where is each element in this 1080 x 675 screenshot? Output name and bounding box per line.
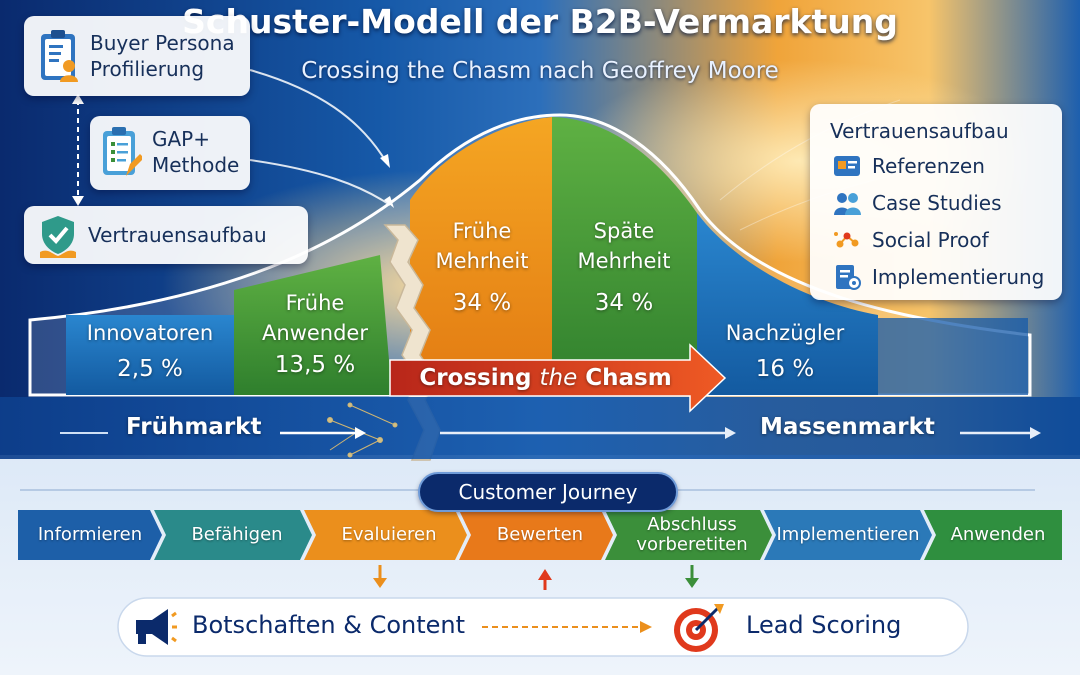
journey-step-shape (764, 510, 932, 560)
segment-early-adopters (234, 255, 392, 395)
chasm-word-2: the (539, 365, 578, 391)
journey-step-bewerten: Bewerten (496, 524, 584, 545)
segment-early-adopters-name2: Anwender (262, 321, 368, 345)
early-market-label: Frühmarkt (126, 414, 262, 440)
segment-early-majority-name1: Frühe (452, 219, 512, 243)
journey-step-befaehigen: Befähigen (191, 524, 283, 545)
journey-step-evaluieren: Evaluieren (341, 524, 437, 545)
journey-step-informieren: Informieren (37, 524, 143, 545)
journey-step-implementieren: Implementieren (776, 524, 920, 545)
segment-laggards-name: Nachzügler (725, 321, 845, 345)
journey-step-shape (304, 510, 467, 560)
journey-step-shape (605, 510, 772, 560)
trust-card-left: Vertrauensaufbau (24, 206, 308, 264)
document-gear-icon (836, 265, 861, 290)
crossing-chasm-arrow (389, 343, 727, 413)
journey-step-abschluss: Abschluss vorberetiten (619, 510, 765, 560)
trust-item-implementation: Implementierung (832, 263, 1044, 291)
buyer-persona-card: Buyer Persona Profilierung (24, 16, 250, 96)
segment-early-adopters-name1: Frühe (285, 291, 345, 315)
gap-method-card: GAP+ Methode (90, 116, 250, 190)
segment-laggards-value: 16 % (755, 356, 815, 382)
segment-innovators-name: Innovatoren (86, 321, 214, 345)
trust-panel-heading: Vertrauensaufbau (830, 119, 1009, 143)
segment-late-majority-value: 34 % (594, 290, 654, 316)
trust-item-references-label: Referenzen (872, 154, 985, 178)
network-icon (834, 232, 859, 248)
megaphone-icon (136, 609, 177, 645)
trust-item-social-proof: Social Proof (832, 226, 989, 254)
segment-early-majority-value: 34 % (452, 290, 512, 316)
journey-step-anwenden: Anwenden (950, 524, 1046, 545)
journey-step-abschluss-line2: vorberetiten (636, 534, 748, 555)
segment-innovators-value: 2,5 % (117, 356, 183, 382)
lead-scoring-label: Lead Scoring (746, 611, 902, 639)
segment-late-majority (552, 117, 697, 395)
chasm-crack (383, 224, 441, 461)
journey-step-shape (18, 510, 162, 560)
segment-late-majority-name2: Mehrheit (577, 249, 671, 273)
target-icon (674, 604, 724, 652)
page-title: Schuster-Modell der B2B-Vermarktung (182, 2, 898, 41)
journey-step-shape (459, 510, 613, 560)
clipboard-pencil-icon (103, 127, 142, 176)
segment-late-majority-label: Späte Mehrheit 34 % (554, 216, 694, 318)
customer-journey-title: Customer Journey (418, 472, 678, 512)
shield-check-icon (40, 216, 76, 258)
segment-early-majority-label: Frühe Mehrheit 34 % (412, 216, 552, 318)
segment-innovators (66, 315, 234, 395)
segment-innovators-label: Innovatoren 2,5 % (66, 318, 234, 384)
trust-item-references: Referenzen (832, 152, 985, 180)
trust-item-case-studies: Case Studies (832, 189, 1002, 217)
clipboard-persona-icon (41, 30, 78, 82)
segment-early-majority (410, 117, 552, 395)
journey-step-abschluss-line1: Abschluss (647, 514, 737, 535)
crossing-chasm-label: Crossing the Chasm (398, 362, 693, 394)
reference-card-icon (834, 156, 860, 176)
chasm-word-3: Chasm (585, 365, 672, 391)
buyer-persona-line1: Buyer Persona (90, 31, 235, 55)
segment-laggards-label: Nachzügler 16 % (705, 318, 865, 384)
mass-market-label: Massenmarkt (760, 414, 935, 440)
segment-laggards (697, 213, 878, 395)
trust-item-implementation-label: Implementierung (872, 265, 1045, 289)
trust-card-left-label: Vertrauensaufbau (88, 223, 267, 247)
people-icon (834, 193, 861, 215)
segment-early-adopters-value: 13,5 % (274, 352, 356, 378)
gap-method-line1: GAP+ (152, 127, 210, 151)
gap-method-line2: Methode (152, 153, 240, 177)
journey-step-shape (154, 510, 312, 560)
trust-item-social-proof-label: Social Proof (872, 228, 989, 252)
page-subtitle: Crossing the Chasm nach Geoffrey Moore (301, 58, 779, 84)
segment-early-majority-name2: Mehrheit (435, 249, 529, 273)
segment-late-majority-name1: Späte (593, 219, 655, 243)
buyer-persona-line2: Profilierung (90, 57, 205, 81)
journey-step-shape (924, 510, 1062, 560)
content-label: Botschaften & Content (192, 611, 466, 639)
chasm-word-1: Crossing (419, 365, 532, 391)
trust-item-case-studies-label: Case Studies (872, 191, 1002, 215)
segment-early-adopters-label: Frühe Anwender 13,5 % (240, 288, 390, 380)
